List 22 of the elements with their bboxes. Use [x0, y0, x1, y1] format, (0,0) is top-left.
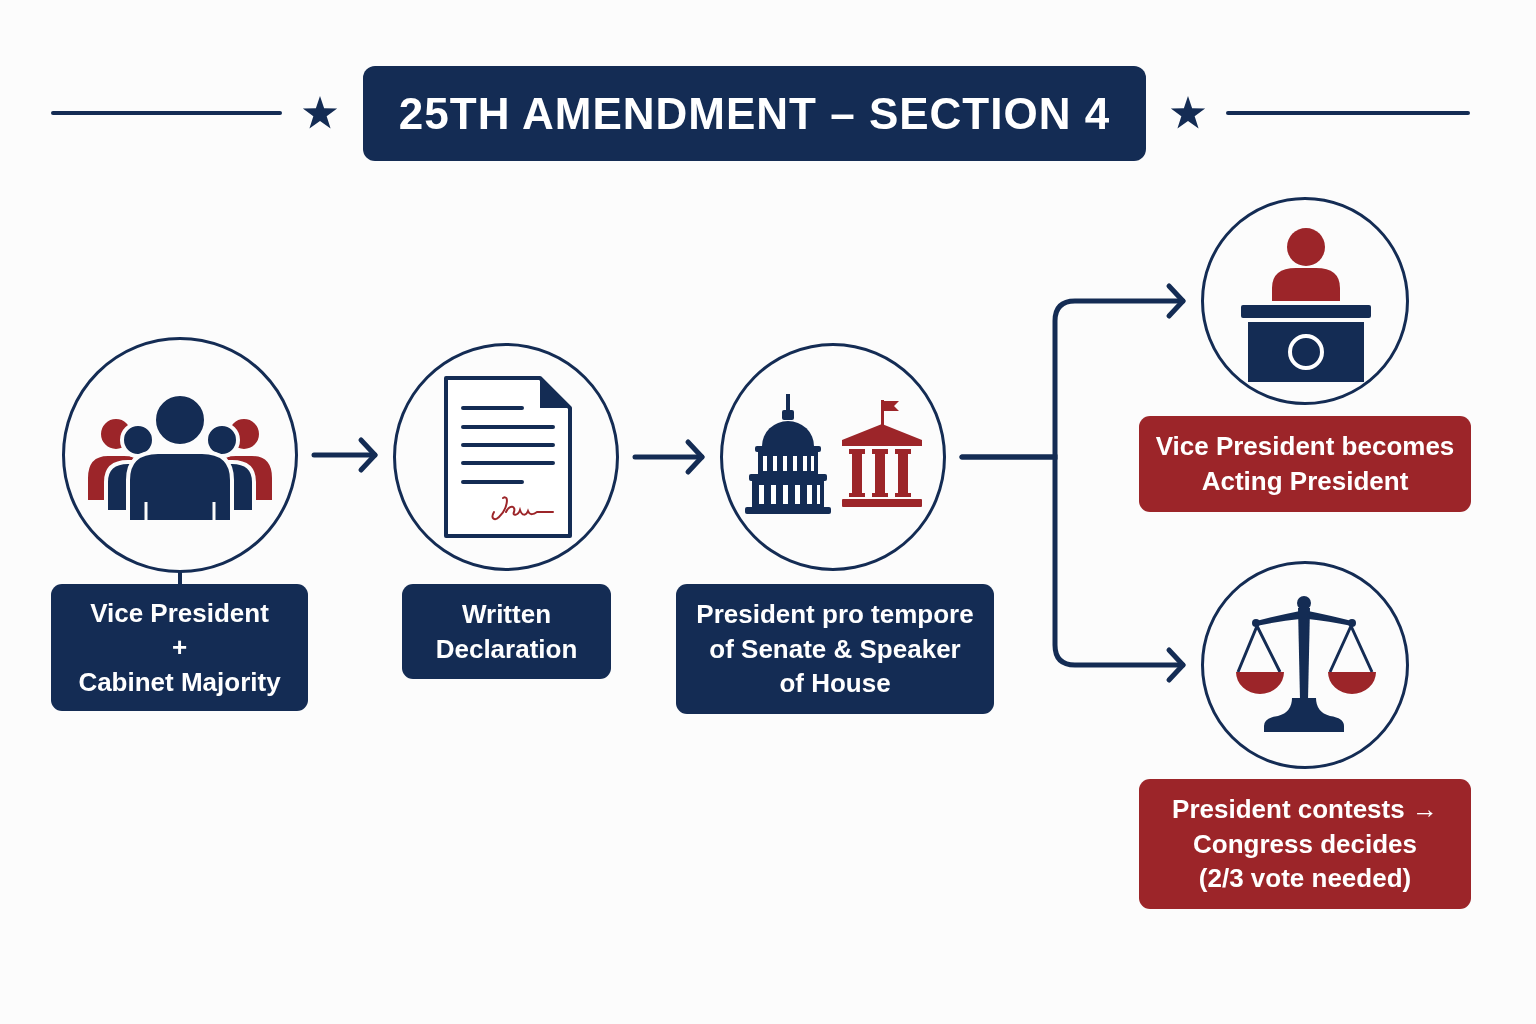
icon-circle: [1201, 561, 1409, 769]
step-card: [402, 584, 611, 679]
step-label: Vice President: [90, 596, 269, 630]
title-banner: 25TH AMENDMENT – SECTION 4: [363, 66, 1146, 161]
step-card: [676, 584, 994, 714]
icon-circle: [1201, 197, 1409, 405]
step-card: [1139, 416, 1471, 512]
step-label: Cabinet Majority: [78, 665, 281, 699]
connector-line: [178, 571, 182, 586]
arrow: [959, 454, 1186, 683]
step-label: Written Declaration: [434, 597, 579, 666]
step-label: President contests → Congress decides (2/3 vote needed): [1171, 793, 1439, 896]
step-card: [51, 584, 308, 711]
icon-circle: [393, 343, 619, 571]
step-label: President pro tempore of Senate & Speaker of House: [695, 598, 975, 701]
step-card: [1139, 779, 1471, 909]
icon-circle: [62, 337, 298, 573]
arrow: [311, 437, 378, 473]
icon-circle: [720, 343, 946, 571]
step-label: +: [171, 631, 188, 665]
arrow: [632, 439, 705, 475]
step-label: Vice President becomes Acting President: [1154, 430, 1456, 498]
